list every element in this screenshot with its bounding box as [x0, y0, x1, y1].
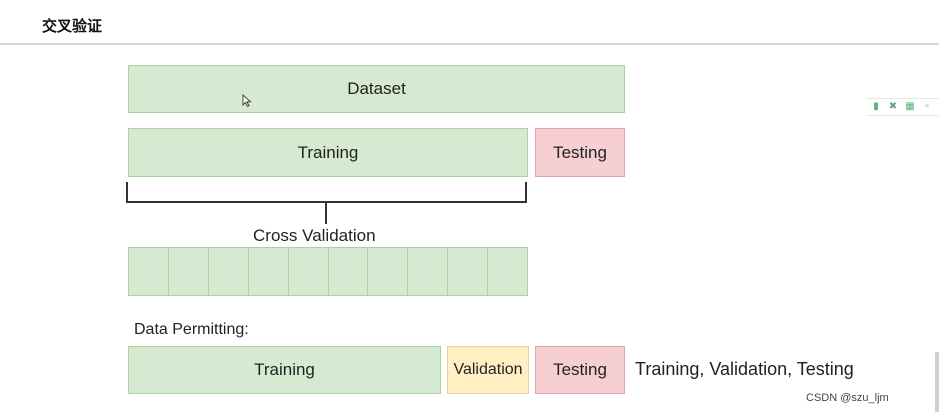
- fold-cell: [487, 247, 529, 296]
- fold-row: [128, 247, 529, 296]
- doc-icon[interactable]: ▮: [873, 101, 879, 112]
- split-testing-label: Testing: [553, 360, 607, 379]
- mouse-cursor-icon: [242, 94, 252, 108]
- split-validation-box: Validation: [447, 346, 529, 394]
- fold-cell: [167, 247, 209, 296]
- header-divider: [0, 43, 939, 45]
- fold-cell: [367, 247, 409, 296]
- fold-cell: [447, 247, 489, 296]
- training-box: Training: [128, 128, 528, 177]
- testing-label: Testing: [553, 142, 607, 162]
- dataset-box: Dataset: [128, 65, 625, 113]
- training-label: Training: [297, 142, 359, 162]
- cross-validation-label: Cross Validation: [253, 226, 376, 245]
- fold-cell: [327, 247, 369, 296]
- dataset-label: Dataset: [347, 79, 406, 98]
- split-validation-label: Validation: [453, 361, 523, 378]
- split-training-label: Training: [254, 360, 315, 379]
- expand-icon[interactable]: ✖: [888, 101, 898, 112]
- fold-cell: [247, 247, 289, 296]
- fold-cell: [287, 247, 329, 296]
- share-icon[interactable]: ▫: [925, 101, 929, 112]
- split-testing-box: Testing: [535, 346, 625, 394]
- watermark: CSDN @szu_ljm: [806, 392, 889, 404]
- scrollbar-edge[interactable]: [935, 352, 939, 412]
- copy-icon[interactable]: ▦: [905, 101, 915, 112]
- page-title: 交叉验证: [42, 17, 103, 35]
- split-caption: Training, Validation, Testing: [635, 359, 854, 379]
- fold-cell: [207, 247, 249, 296]
- floating-toolbar: ▮ ✖ ▦ ▫: [866, 98, 939, 116]
- testing-box: Testing: [535, 128, 625, 177]
- fold-cell: [407, 247, 449, 296]
- data-permitting-label: Data Permitting:: [134, 321, 249, 338]
- split-training-box: Training: [128, 346, 441, 394]
- training-bracket: [126, 182, 527, 224]
- fold-cell: [128, 247, 169, 296]
